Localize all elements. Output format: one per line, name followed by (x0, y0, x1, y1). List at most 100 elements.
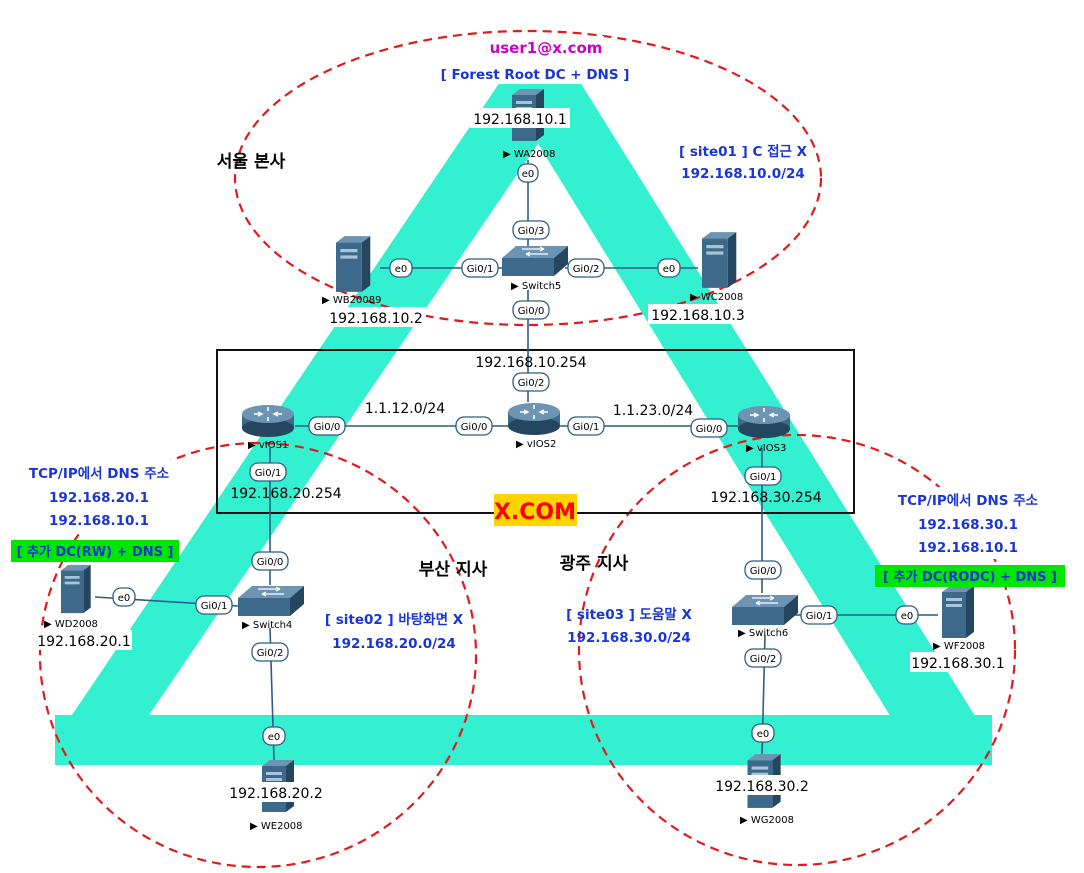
device-label-wd2008: ▶ WD2008 (44, 619, 98, 630)
svg-text:Gi0/1: Gi0/1 (806, 611, 833, 622)
gwangju-subnet-label: 192.168.30.0/24 (567, 630, 691, 646)
ip-vios2: 192.168.10.254 (475, 355, 586, 371)
busan-site-label: [ site02 ] 바탕화면 X (325, 611, 464, 628)
svg-text:Gi0/2: Gi0/2 (573, 264, 600, 275)
router-icon (241, 404, 295, 438)
gwangju-role-label: [ 추가 DC(RODC) + DNS ] (883, 569, 1057, 585)
port-switch4-gi0-2[interactable]: Gi0/2 (251, 642, 289, 662)
busan-role-label: [ 추가 DC(RW) + DNS ] (17, 544, 174, 560)
switch-icon (501, 245, 569, 277)
port-vios2-gi0-2[interactable]: Gi0/2 (512, 372, 550, 392)
hq-site-label: [ site01 ] C 접근 X (679, 144, 808, 160)
device-vios1[interactable]: ▶ vIOS1 (241, 404, 295, 451)
port-vios3-gi0-1[interactable]: Gi0/1 (744, 466, 782, 486)
busan-role-highlight (11, 540, 179, 562)
device-vios2[interactable]: ▶ vIOS2 (507, 402, 561, 450)
ip-labels: 192.168.10.1 192.168.10.2 192.168.10.3 1… (36, 108, 1006, 802)
svg-text:Gi0/0: Gi0/0 (461, 422, 488, 433)
band-bottom (55, 715, 992, 765)
svg-text:e0: e0 (268, 732, 281, 743)
device-label-vios1: ▶ vIOS1 (248, 440, 288, 451)
port-vios1-gi0-0[interactable]: Gi0/0 (308, 416, 346, 436)
device-wg2008[interactable]: ▶ WG2008 (740, 754, 794, 826)
server-icon (336, 236, 371, 292)
port-sw5-gi0-2[interactable]: Gi0/2 (567, 258, 605, 278)
device-label-wf2008: ▶ WF2008 (933, 641, 985, 652)
busan-dns-title: TCP/IP에서 DNS 주소 (29, 466, 170, 482)
svg-text:e0: e0 (757, 729, 770, 740)
port-wf-e0[interactable]: e0 (895, 605, 919, 625)
xcom-highlight (494, 494, 577, 526)
switch-icon (731, 594, 799, 626)
hq-role-label: [ Forest Root DC + DNS ] (441, 67, 630, 83)
device-label-wb20089: ▶ WB20089 (322, 295, 381, 306)
svg-text:Gi0/1: Gi0/1 (573, 422, 600, 433)
network-1-1-23: 1.1.23.0/24 (613, 403, 694, 419)
ip-we2008: 192.168.20.2 (229, 786, 323, 802)
device-switch4[interactable]: ▶ Switch4 (237, 585, 305, 631)
port-vios2-gi0-0[interactable]: Gi0/0 (455, 416, 493, 436)
busan-subnet-label: 192.168.20.0/24 (332, 636, 456, 652)
svg-text:e0: e0 (522, 169, 535, 180)
device-wa2008[interactable]: ▶ WA2008 (503, 89, 556, 160)
device-label-wc2008: ▶ WC2008 (690, 292, 743, 303)
port-wd-e0[interactable]: e0 (112, 587, 136, 607)
port-sw5-gi0-1[interactable]: Gi0/1 (461, 258, 499, 278)
device-switch5[interactable]: ▶ Switch5 (501, 245, 569, 292)
port-wb-e0[interactable]: e0 (389, 258, 413, 278)
port-wg-e0[interactable]: e0 (751, 723, 775, 743)
svg-text:Gi0/1: Gi0/1 (255, 468, 282, 479)
busan-dns-primary: 192.168.20.1 (49, 490, 149, 506)
ip-wa2008: 192.168.10.1 (473, 112, 567, 128)
gwangju-site-label: [ site03 ] 도움말 X (566, 607, 692, 623)
port-sw5-gi0-0[interactable]: Gi0/0 (512, 300, 550, 320)
xcom-label: X.COM (494, 500, 576, 525)
port-switch4-gi0-0[interactable]: Gi0/0 (251, 551, 289, 571)
ip-vios1: 192.168.20.254 (230, 486, 341, 502)
svg-text:Gi0/3: Gi0/3 (518, 226, 545, 237)
port-vios3-gi0-0[interactable]: Gi0/0 (690, 418, 728, 438)
port-we-e0[interactable]: e0 (262, 726, 286, 746)
port-tags: e0 Gi0/3 e0 Gi0/1 Gi0/2 e0 Gi0/0 Gi0/2 G… (112, 163, 919, 746)
svg-text:Gi0/1: Gi0/1 (750, 472, 777, 483)
ip-wd2008: 192.168.20.1 (37, 634, 131, 650)
svg-text:Gi0/0: Gi0/0 (750, 566, 777, 577)
port-wc-e0[interactable]: e0 (657, 258, 681, 278)
svg-text:Gi0/2: Gi0/2 (518, 378, 545, 389)
port-vios1-gi0-1[interactable]: Gi0/1 (249, 462, 287, 482)
server-icon (61, 564, 91, 614)
svg-text:Gi0/2: Gi0/2 (750, 654, 777, 665)
device-we2008[interactable]: ▶ WE2008 (250, 760, 303, 832)
server-icon (702, 232, 737, 288)
device-label-wg2008: ▶ WG2008 (740, 815, 794, 826)
ip-wf2008: 192.168.30.1 (911, 656, 1005, 672)
gwangju-dns-title: TCP/IP에서 DNS 주소 (898, 493, 1039, 509)
hq-subnet-label: 192.168.10.0/24 (681, 166, 805, 182)
port-vios2-gi0-1[interactable]: Gi0/1 (567, 416, 605, 436)
device-label-we2008: ▶ WE2008 (250, 821, 303, 832)
port-switch4-gi0-1[interactable]: Gi0/1 (195, 595, 233, 615)
device-wc2008[interactable]: ▶ WC2008 (690, 232, 743, 303)
site-circle-busan (38, 441, 478, 869)
ip-wg2008: 192.168.30.2 (715, 779, 809, 795)
device-wb20089[interactable]: ▶ WB20089 (322, 236, 381, 306)
port-switch6-gi0-0[interactable]: Gi0/0 (744, 560, 782, 580)
device-label-switch6: ▶ Switch6 (738, 628, 788, 639)
device-switch6[interactable]: ▶ Switch6 (731, 594, 799, 639)
port-sw5-gi0-3[interactable]: Gi0/3 (512, 220, 550, 240)
svg-text:Gi0/0: Gi0/0 (518, 306, 545, 317)
device-wf2008[interactable]: ▶ WF2008 (933, 586, 985, 652)
device-vios3[interactable]: ▶ vIOS3 (737, 405, 791, 454)
port-switch6-gi0-1[interactable]: Gi0/1 (800, 605, 838, 625)
port-switch6-gi0-2[interactable]: Gi0/2 (744, 648, 782, 668)
ip-vios3: 192.168.30.254 (710, 490, 821, 506)
port-wa-e0[interactable]: e0 (517, 163, 539, 183)
server-icon (942, 586, 974, 638)
device-label-vios3: ▶ vIOS3 (746, 443, 786, 454)
device-wd2008[interactable]: ▶ WD2008 (44, 564, 98, 630)
svg-text:Gi0/2: Gi0/2 (257, 648, 284, 659)
device-label-switch4: ▶ Switch4 (242, 620, 292, 631)
router-icon (737, 405, 791, 439)
site-circle-seoul (233, 29, 823, 327)
